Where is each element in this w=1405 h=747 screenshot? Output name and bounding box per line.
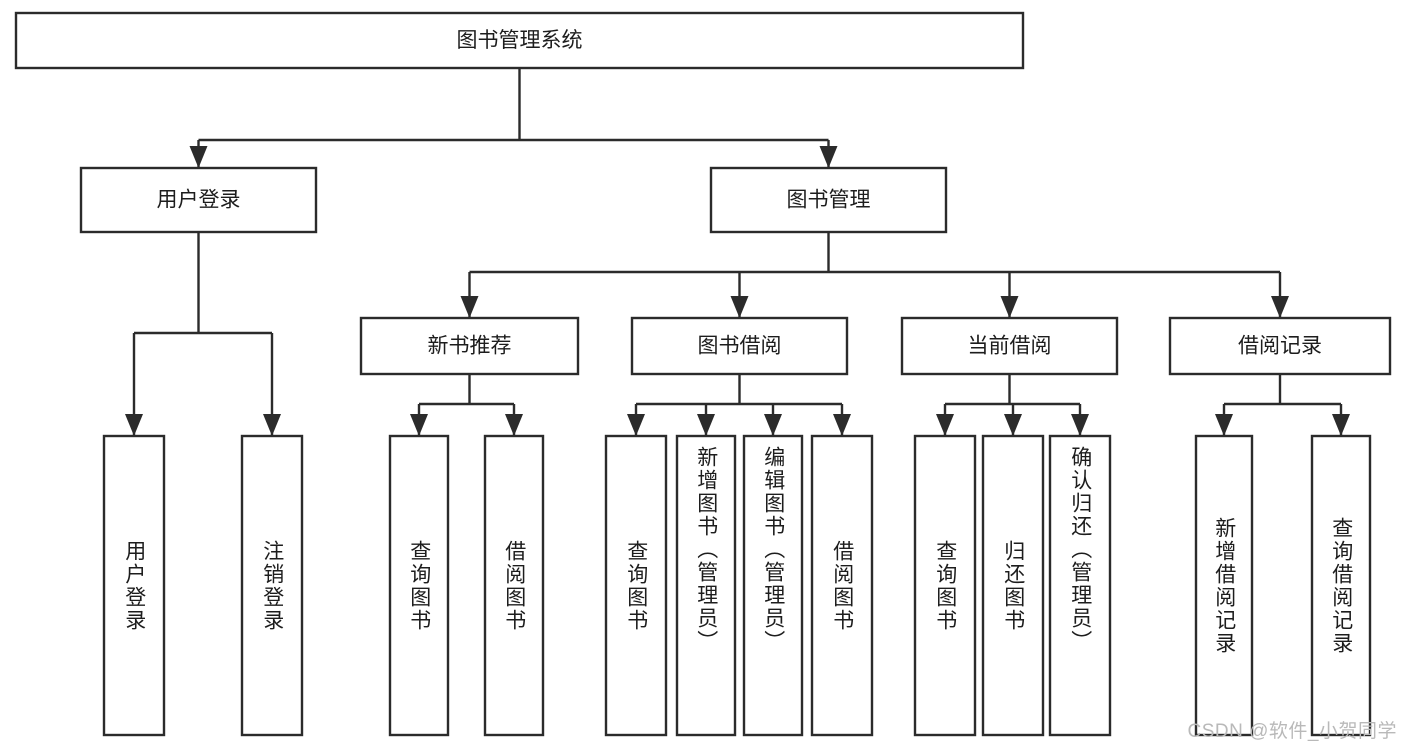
arrow-head [1004,414,1022,436]
node-box-root[interactable] [14,11,1025,70]
node-label-book-borrow: 图书借阅 [698,335,782,358]
arrow-head [460,296,479,318]
arrow-head [1332,414,1350,436]
node-box-new-book-rec[interactable] [359,316,580,376]
csdn-watermark: CSDN @软件_小贺同学 [1187,721,1397,742]
node-box-leaf-logout[interactable] [240,434,304,737]
edges-layer [125,68,1350,436]
arrow-head [833,414,851,436]
node-box-leaf-borrow-book-1[interactable] [483,434,545,737]
node-label-borrow-record: 借阅记录 [1238,335,1322,358]
arrow-head [1000,296,1019,318]
node-box-current-borrow[interactable] [900,316,1119,376]
arrow-head [1071,414,1089,436]
arrow-head [936,414,954,436]
node-box-leaf-query-record[interactable] [1310,434,1372,737]
node-box-user-login[interactable] [79,166,318,234]
node-box-leaf-add-book[interactable] [675,434,737,737]
arrow-head [125,414,143,436]
node-box-leaf-borrow-book-2[interactable] [810,434,874,737]
node-box-book-manage[interactable] [709,166,948,234]
node-box-leaf-add-record[interactable] [1194,434,1254,737]
arrow-head [1215,414,1233,436]
node-box-leaf-query-book-3[interactable] [913,434,977,737]
node-label-user-login: 用户登录 [157,189,241,212]
node-box-leaf-query-book-1[interactable] [388,434,450,737]
arrow-head [189,146,208,168]
arrow-head [505,414,523,436]
arrow-head [697,414,715,436]
arrow-head [1271,296,1289,318]
node-label-current-borrow: 当前借阅 [968,335,1052,358]
node-box-book-borrow[interactable] [630,316,849,376]
node-label-book-manage: 图书管理 [787,189,871,212]
node-label-new-book-rec: 新书推荐 [428,335,512,358]
node-box-leaf-query-book-2[interactable] [604,434,668,737]
arrow-head [730,296,749,318]
arrow-head [764,414,782,436]
arrow-head [410,414,428,436]
arrow-head [263,414,281,436]
node-box-leaf-edit-book[interactable] [742,434,804,737]
nodes-layer [14,11,1392,737]
node-box-leaf-return-book[interactable] [981,434,1045,737]
node-box-leaf-user-login[interactable] [102,434,166,737]
arrow-head [627,414,645,436]
node-box-borrow-record[interactable] [1168,316,1392,376]
node-box-leaf-confirm-return[interactable] [1048,434,1112,737]
node-label-root: 图书管理系统 [457,29,583,52]
arrow-head [819,146,838,168]
